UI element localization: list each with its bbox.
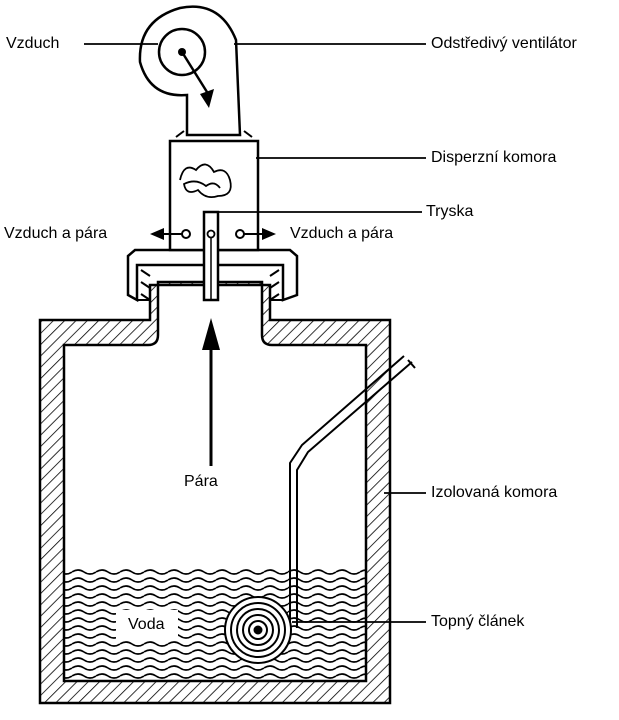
air-steam-arrows bbox=[150, 228, 276, 240]
label-fan: Odstředivý ventilátor bbox=[431, 35, 577, 52]
label-air-steam-right: Vzduch a pára bbox=[290, 225, 394, 242]
heating-coil bbox=[224, 596, 292, 664]
label-heating-element: Topný článek bbox=[431, 613, 525, 630]
label-nozzle: Tryska bbox=[426, 203, 474, 220]
leader-lines bbox=[84, 43, 426, 623]
insulated-chamber bbox=[38, 280, 392, 705]
steam-arrow bbox=[202, 318, 220, 466]
label-air: Vzduch bbox=[6, 35, 60, 52]
label-water: Voda bbox=[128, 616, 165, 633]
label-dispersion-chamber: Disperzní komora bbox=[431, 149, 557, 166]
water-body bbox=[64, 568, 366, 680]
centrifugal-fan bbox=[138, 5, 242, 137]
heating-element-pipe bbox=[289, 355, 416, 628]
nozzle bbox=[202, 210, 220, 302]
label-air-steam-left: Vzduch a pára bbox=[4, 225, 108, 242]
water-label-bg bbox=[116, 610, 178, 640]
label-insulated-chamber: Izolovaná komora bbox=[431, 484, 558, 501]
label-steam: Pára bbox=[184, 473, 218, 490]
